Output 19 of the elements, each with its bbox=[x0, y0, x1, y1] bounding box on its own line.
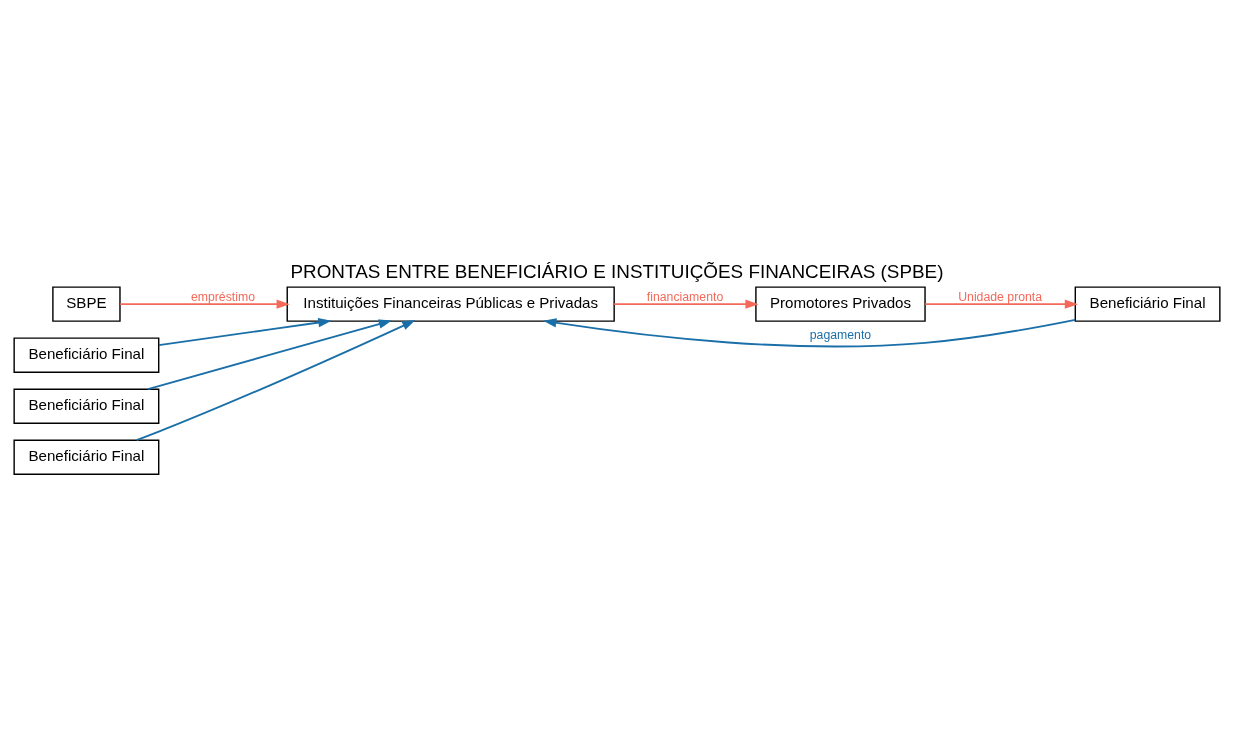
edge-label: financiamento bbox=[646, 289, 724, 304]
node-box: Instituições Financeiras Públicas e Privadas bbox=[286, 285, 615, 322]
node-box: Beneficiário Final bbox=[13, 336, 160, 373]
edge-label: pagamento bbox=[809, 327, 872, 342]
arrow bbox=[158, 317, 332, 346]
diagram-title: PRONTAS ENTRE BENEFICIÁRIO E INSTITUIÇÕES FINANCEIRAS (SPBE) bbox=[290, 260, 944, 282]
edge-label: Unidade pronta bbox=[958, 289, 1043, 304]
node-box: Beneficiário Final bbox=[13, 387, 160, 424]
edge-label: empréstimo bbox=[190, 289, 256, 304]
node-box: SBPE bbox=[52, 285, 121, 322]
node-box: Promotores Privados bbox=[755, 285, 926, 322]
arrow bbox=[119, 299, 290, 309]
arrow bbox=[613, 299, 759, 309]
arrow bbox=[924, 299, 1079, 309]
arrow bbox=[147, 319, 392, 390]
node-box: Beneficiário Final bbox=[1074, 285, 1221, 322]
arrow bbox=[543, 317, 1077, 347]
node-box: Beneficiário Final bbox=[13, 439, 160, 475]
arrow bbox=[135, 319, 416, 441]
